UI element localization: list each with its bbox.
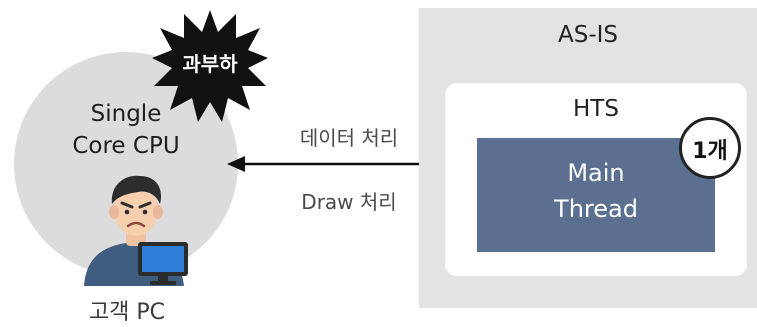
asis-title: AS-IS bbox=[557, 22, 618, 48]
thread-count-badge bbox=[679, 117, 741, 179]
cpu-label: Single Core CPU bbox=[72, 101, 180, 159]
client-pc-label: 고객 PC bbox=[88, 300, 166, 325]
burst-icon bbox=[152, 10, 268, 122]
hts-title: HTS bbox=[573, 96, 619, 122]
main-thread-label: Main Thread bbox=[554, 159, 638, 223]
main-thread-box bbox=[477, 138, 715, 252]
draw-processing-label: Draw 처리 bbox=[301, 190, 397, 214]
thread-count-label: 1개 bbox=[692, 139, 728, 164]
stressed-user-icon bbox=[84, 175, 188, 286]
overload-label: 과부하 bbox=[182, 52, 238, 76]
data-processing-label: 데이터 처리 bbox=[299, 126, 399, 150]
